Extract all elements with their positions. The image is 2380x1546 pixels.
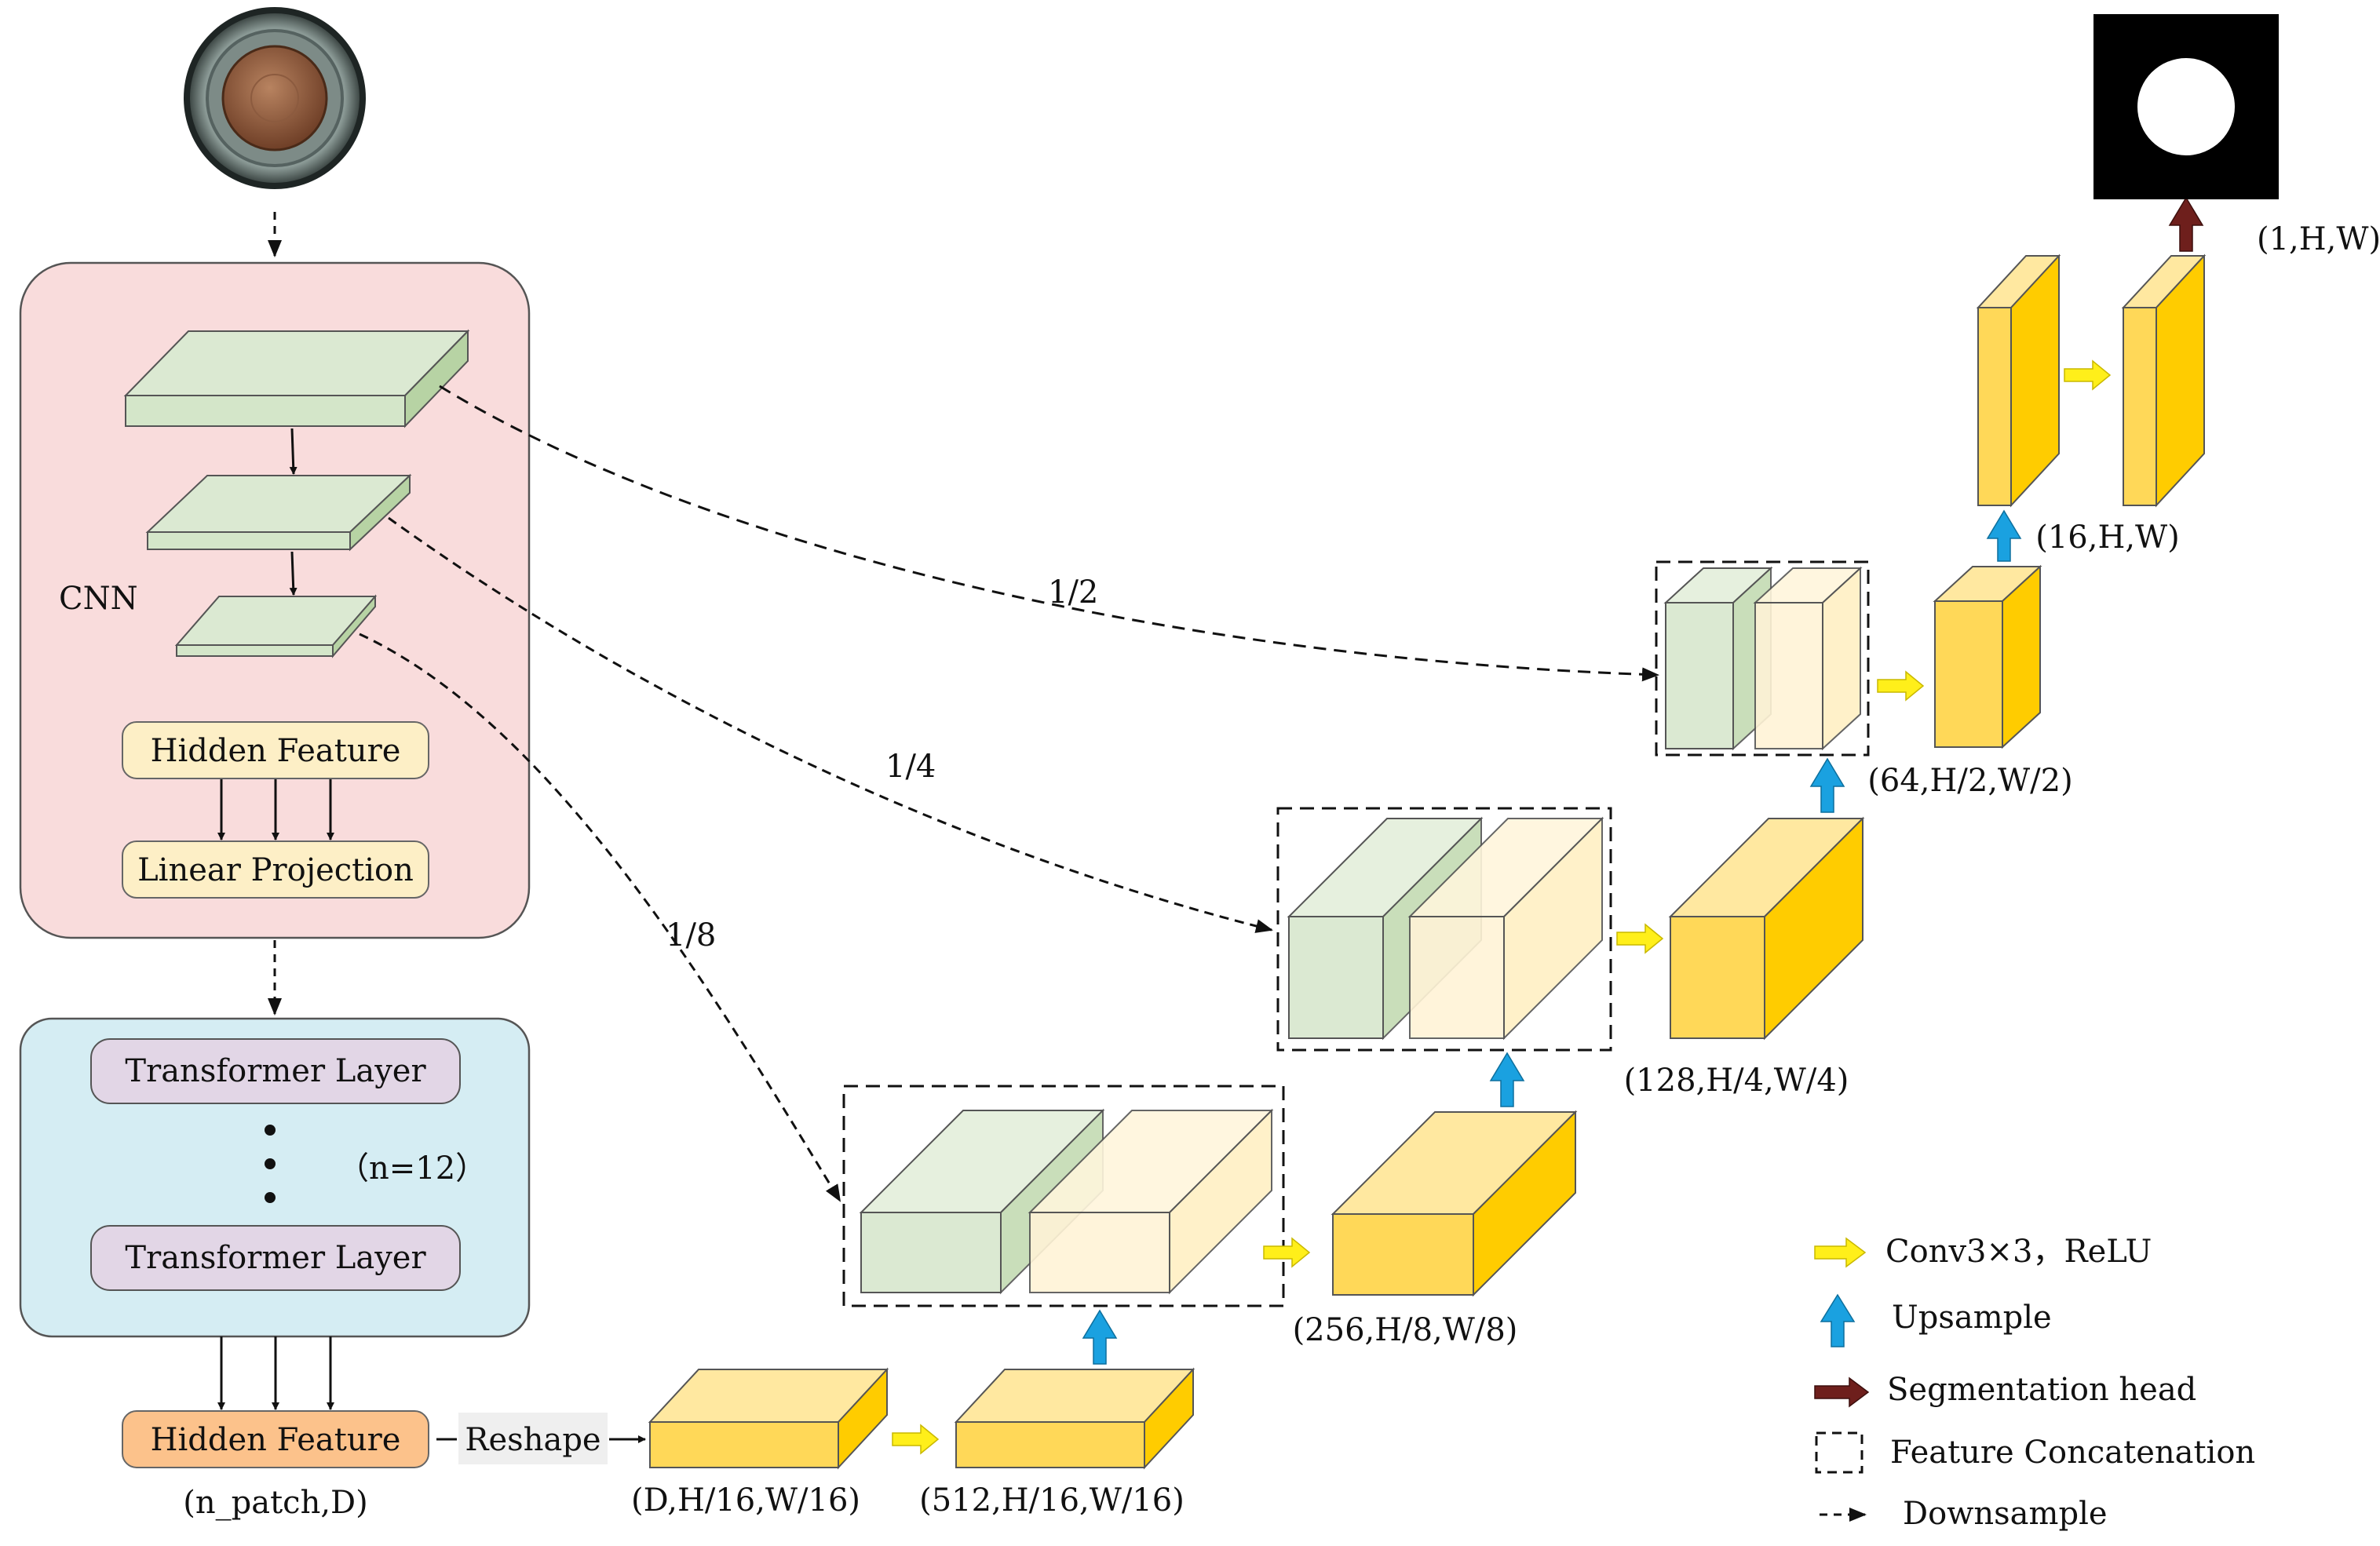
cnn-hidden-feature-box [122, 721, 429, 779]
conv-arrow-2 [1263, 1237, 1311, 1268]
bottleneck-hidden-feature-label: Hidden Feature [151, 1422, 401, 1458]
skip-quarter-label: 1/4 [885, 749, 936, 785]
legend-downsample-label: Downsample [1903, 1496, 2108, 1532]
upsample-arrow-3 [1809, 757, 1845, 813]
cnn-hidden-feature-label: Hidden Feature [151, 733, 401, 769]
conv-arrow-3 [1616, 923, 1664, 954]
conv-arrow-4 [1877, 670, 1925, 702]
shape-64: (64,H/2,W/2) [1867, 763, 2072, 799]
transformer-count: （n=12） [338, 1150, 487, 1187]
legend: Conv3×3，ReLU Upsample Segmentation head … [1814, 1234, 2255, 1532]
shape-512: (512,H/16,W/16) [919, 1482, 1185, 1519]
up-feature-eighth [1028, 1108, 1274, 1295]
feature-16-b [2121, 253, 2207, 508]
up-feature-quarter [1407, 816, 1604, 1041]
input-image [184, 7, 366, 189]
skip-eighth-path [359, 633, 841, 1202]
skip-quarter-path [388, 516, 1273, 933]
cnn-feature-1 [123, 329, 470, 428]
concat-box-half [1655, 560, 1870, 757]
bottleneck-hidden-shape: (n_patch,D) [183, 1485, 367, 1521]
output-mask [2093, 14, 2279, 199]
transformer-layer-bottom [90, 1225, 461, 1291]
legend-upsample-label: Upsample [1892, 1300, 2052, 1336]
conv-arrow-1 [892, 1424, 940, 1455]
feature-512-h16 [954, 1367, 1195, 1470]
upsample-arrow-1 [1082, 1309, 1118, 1365]
cnn-feature-3 [174, 594, 378, 658]
linear-projection-label: Linear Projection [137, 852, 414, 888]
shape-d16: (D,H/16,W/16) [631, 1482, 860, 1519]
feature-64-h2 [1933, 564, 2042, 749]
legend-concat-icon [1815, 1431, 1863, 1474]
shape-256: (256,H/8,W/8) [1293, 1312, 1518, 1348]
shape-128: (128,H/4,W/4) [1624, 1063, 1849, 1099]
skip-eighth-label: 1/8 [666, 917, 716, 953]
legend-conv-icon [1814, 1237, 1867, 1268]
reshape-box [458, 1413, 608, 1464]
legend-upsample-icon [1820, 1293, 1856, 1347]
concat-box-quarter [1276, 807, 1612, 1052]
ellipsis-dot-3 [265, 1192, 276, 1203]
shape-16: (16,H,W) [2035, 520, 2180, 556]
legend-conv-label: Conv3×3，ReLU [1885, 1234, 2152, 1270]
cnn-feature-2 [145, 473, 412, 552]
shape-1: (1,H,W) [2257, 221, 2380, 257]
legend-seg-label: Segmentation head [1887, 1372, 2196, 1408]
concat-box-eighth [842, 1085, 1285, 1307]
cnn-label: CNN [59, 581, 138, 617]
ellipsis-dot-2 [265, 1158, 276, 1169]
upsample-arrow-4 [1986, 509, 2022, 562]
linear-projection-box [122, 840, 429, 899]
legend-concat-label: Feature Concatenation [1890, 1435, 2255, 1471]
legend-seg-icon [1814, 1376, 1870, 1408]
up-feature-half [1753, 566, 1863, 751]
bottleneck-hidden-feature-box [122, 1410, 429, 1468]
feature-256-h8 [1331, 1110, 1578, 1297]
reshape-label: Reshape [465, 1422, 600, 1458]
skip-half-label: 1/2 [1048, 574, 1098, 611]
upsample-arrow-2 [1489, 1052, 1525, 1107]
transformer-layer-top [90, 1038, 461, 1104]
transformer-layer-top-label: Transformer Layer [125, 1053, 426, 1089]
transformer-layer-bottom-label: Transformer Layer [125, 1240, 426, 1276]
ellipsis-dot-1 [265, 1125, 276, 1136]
conv-arrow-5 [2064, 359, 2112, 391]
feature-16-a [1976, 253, 2061, 508]
skip-half-path [439, 385, 1659, 682]
feature-128-h4 [1668, 816, 1865, 1041]
seg-head-arrow [2168, 196, 2204, 252]
feature-d-h16 [648, 1367, 889, 1470]
